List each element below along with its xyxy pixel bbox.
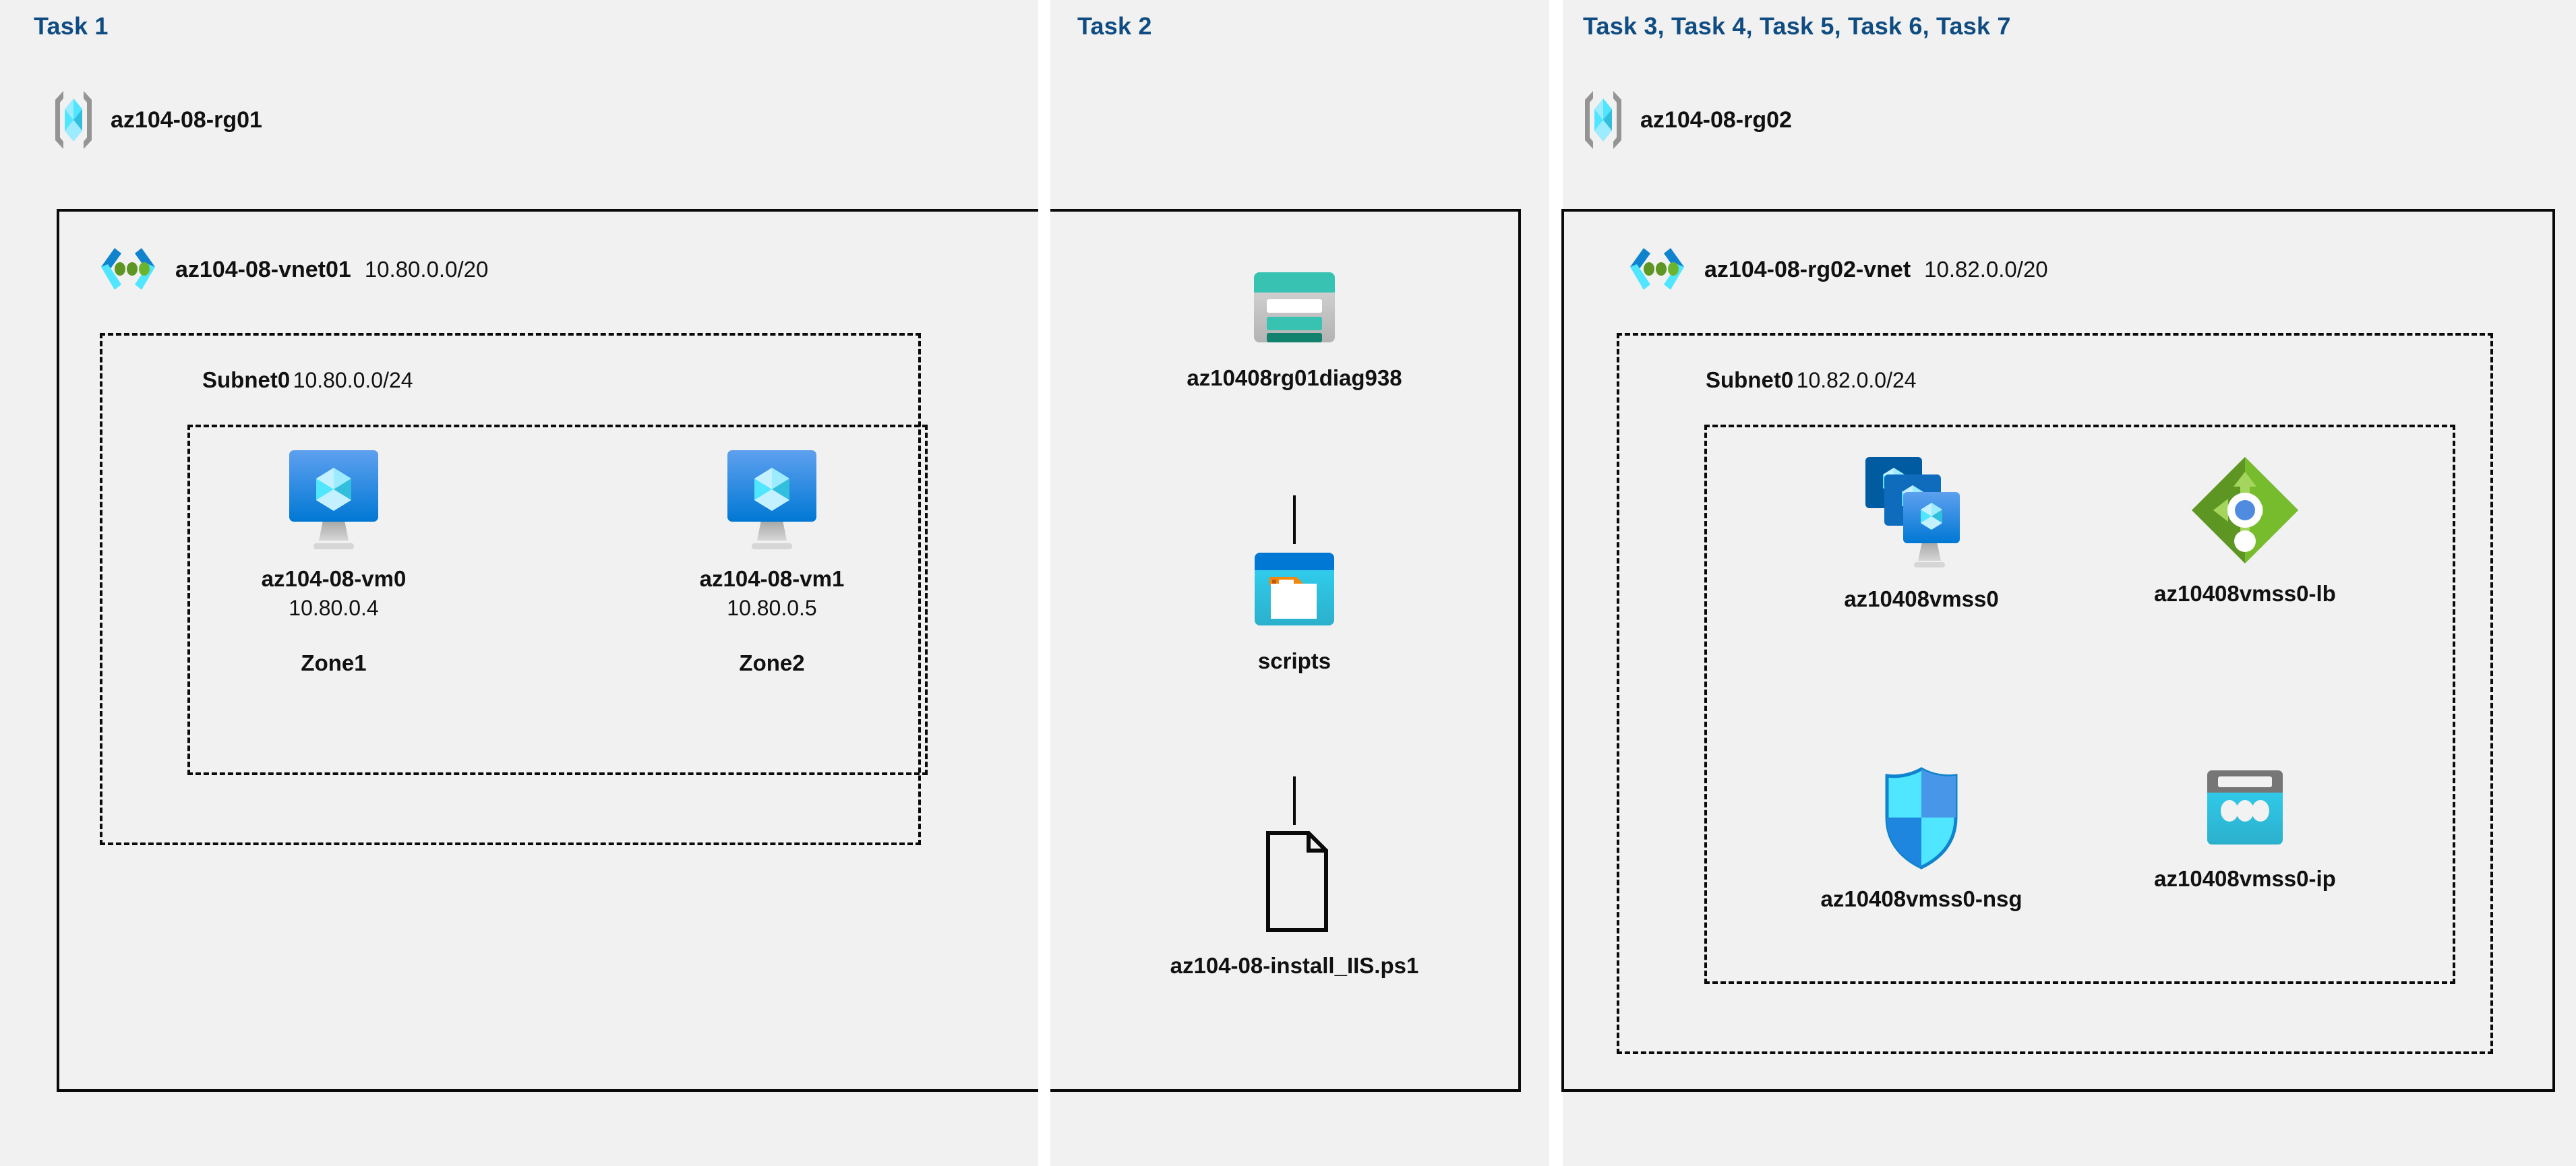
vm-scale-set-icon bbox=[1859, 453, 1984, 573]
resource-group-label: az104-08-rg01 bbox=[111, 106, 262, 133]
file-label: az104-08-install_IIS.ps1 bbox=[1170, 953, 1419, 978]
resource-group-az104-08-rg01: az104-08-rg01 bbox=[51, 89, 262, 151]
resource-group-label: az104-08-rg02 bbox=[1640, 106, 1792, 133]
vnet-cidr: 10.82.0.0/20 bbox=[1924, 257, 2048, 282]
subnet-cidr: 10.80.0.0/24 bbox=[293, 368, 413, 392]
virtual-network-icon bbox=[94, 244, 162, 295]
task1-column-background bbox=[0, 0, 1038, 1166]
subnet-header-left: Subnet0 10.80.0.0/24 bbox=[202, 367, 413, 393]
blob-container-icon bbox=[1251, 546, 1338, 634]
vm-scale-set-az10408vmss0: az10408vmss0 bbox=[1780, 453, 2063, 612]
subnet-name: Subnet0 bbox=[1706, 367, 1794, 392]
vm-ip-address: 10.80.0.4 bbox=[289, 596, 379, 620]
availability-zone-container-left bbox=[187, 425, 928, 775]
virtual-machine-icon bbox=[284, 445, 384, 553]
subnet-header-right: Subnet0 10.82.0.0/24 bbox=[1706, 367, 1917, 393]
storage-account-label: az10408rg01diag938 bbox=[1187, 365, 1402, 390]
column-gap-2 bbox=[1549, 0, 1561, 1166]
resource-group-inner-container-right bbox=[1704, 425, 2455, 984]
vnet-name: az104-08-vnet01 bbox=[175, 256, 351, 282]
task1-title: Task 1 bbox=[34, 12, 109, 40]
virtual-network-icon bbox=[1623, 244, 1691, 295]
connector-container-to-file bbox=[1293, 776, 1296, 825]
subnet-cidr: 10.82.0.0/24 bbox=[1796, 368, 1917, 392]
blob-container-label: scripts bbox=[1257, 648, 1331, 673]
vm-name: az104-08-vm1 bbox=[699, 566, 845, 591]
subnet-name: Subnet0 bbox=[202, 367, 291, 392]
vnet-container-az104-08-vnet01 bbox=[57, 209, 1521, 1092]
virtual-machine-az104-08-vm1: az104-08-vm1 10.80.0.5 Zone2 bbox=[671, 445, 873, 676]
load-balancer-az10408vmss0-lb: az10408vmss0-lb bbox=[2103, 453, 2387, 607]
storage-account-icon bbox=[1251, 263, 1338, 350]
virtual-machine-az104-08-vm0: az104-08-vm0 10.80.0.4 Zone1 bbox=[233, 445, 435, 676]
vnet-name: az104-08-rg02-vnet bbox=[1704, 256, 1911, 282]
file-az104-08-install-iis-ps1: az104-08-install_IIS.ps1 bbox=[1133, 829, 1456, 979]
public-ip-address-icon bbox=[2198, 765, 2292, 853]
load-balancer-icon bbox=[2188, 453, 2302, 567]
vnet-header-az104-08-vnet01: az104-08-vnet01 10.80.0.0/20 bbox=[94, 244, 488, 295]
network-security-group-label: az10408vmss0-nsg bbox=[1820, 886, 2023, 911]
network-security-group-az10408vmss0-nsg: az10408vmss0-nsg bbox=[1773, 765, 2070, 912]
network-security-group-icon bbox=[1878, 765, 1965, 873]
connector-storage-to-container bbox=[1293, 495, 1296, 544]
resource-group-icon bbox=[1581, 89, 1625, 151]
vm-zone: Zone1 bbox=[301, 650, 367, 675]
vm-zone: Zone2 bbox=[739, 650, 805, 675]
file-icon bbox=[1251, 829, 1338, 937]
column-gap-1 bbox=[1038, 0, 1050, 1166]
vnet-cidr: 10.80.0.0/20 bbox=[364, 257, 489, 282]
subnet-container-left bbox=[100, 333, 921, 845]
blob-container-scripts: scripts bbox=[1133, 546, 1456, 674]
virtual-machine-icon bbox=[722, 445, 822, 553]
resource-group-icon bbox=[51, 89, 96, 151]
resource-group-az104-08-rg02: az104-08-rg02 bbox=[1581, 89, 1792, 151]
public-ip-address-label: az10408vmss0-ip bbox=[2154, 866, 2336, 891]
storage-account-az10408rg01diag938: az10408rg01diag938 bbox=[1133, 263, 1456, 391]
task3-title: Task 3, Task 4, Task 5, Task 6, Task 7 bbox=[1583, 12, 2011, 40]
public-ip-address-az10408vmss0-ip: az10408vmss0-ip bbox=[2103, 765, 2387, 892]
vm-ip-address: 10.80.0.5 bbox=[727, 596, 817, 620]
subnet-container-right bbox=[1617, 333, 2493, 1054]
task3-column-background bbox=[1563, 0, 2576, 1166]
task2-title: Task 2 bbox=[1077, 12, 1152, 40]
load-balancer-label: az10408vmss0-lb bbox=[2154, 581, 2336, 606]
vm-scale-set-label: az10408vmss0 bbox=[1844, 586, 1999, 611]
vnet-container-az104-08-rg02-vnet bbox=[1561, 209, 2555, 1092]
vm-name: az104-08-vm0 bbox=[261, 566, 407, 591]
vnet-header-az104-08-rg02-vnet: az104-08-rg02-vnet 10.82.0.0/20 bbox=[1623, 244, 2048, 295]
